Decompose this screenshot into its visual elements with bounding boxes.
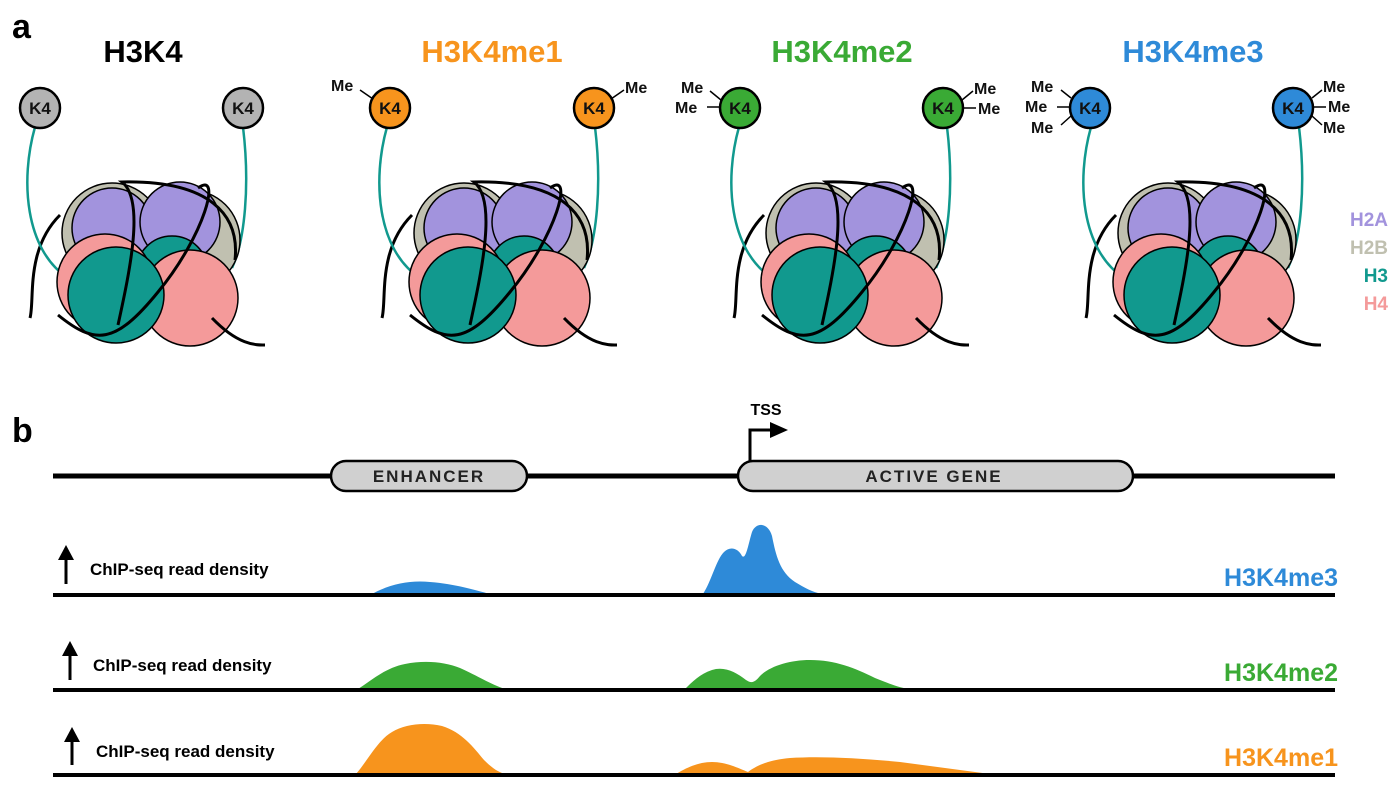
me-label: Me (1323, 120, 1345, 137)
me-label: Me (1323, 79, 1345, 96)
track-h3k4me2-enhancer-peak (358, 661, 505, 689)
k4-label: K4 (379, 99, 401, 118)
k4-group-0: K4 K4 (18, 86, 265, 130)
k4-circle (1068, 86, 1112, 130)
track-name-h3k4me1: H3K4me1 (1224, 744, 1338, 772)
me-label: Me (1031, 79, 1053, 96)
state-title-2: H3K4me2 (771, 34, 912, 69)
me-label: Me (974, 81, 996, 98)
nucleosome-h3k4me1 (378, 126, 618, 347)
legend-h2b: H2B (1350, 238, 1388, 259)
state-title-1: H3K4me1 (421, 34, 562, 69)
k4-circle (572, 86, 616, 130)
k4-group-3: K4 K4 Me Me Me Me Me Me (1025, 79, 1350, 137)
axis-label-h3k4me1: ChIP-seq read density (96, 742, 275, 761)
k4-circle (221, 86, 265, 130)
k4-circle (18, 86, 62, 130)
legend-h2a: H2A (1350, 210, 1388, 231)
k4-circle (718, 86, 762, 130)
k4-group-2: K4 K4 Me Me Me Me (675, 80, 1000, 130)
track-h3k4me2-tss-peak (685, 660, 910, 689)
track-name-h3k4me2: H3K4me2 (1224, 659, 1338, 687)
k4-group-1: K4 K4 Me Me (331, 78, 647, 130)
k4-label: K4 (29, 99, 51, 118)
k4-circle (368, 86, 412, 130)
panel-b-label: b (12, 412, 33, 450)
me-label: Me (1025, 99, 1047, 116)
axis-label-h3k4me2: ChIP-seq read density (93, 656, 272, 675)
tss-arrowhead (770, 422, 788, 438)
k4-label: K4 (729, 99, 751, 118)
state-title-0: H3K4 (103, 34, 183, 69)
k4-label: K4 (232, 99, 254, 118)
nucleosome-h3k4me3 (1082, 126, 1322, 347)
state-title-3: H3K4me3 (1122, 34, 1263, 69)
me-label: Me (675, 100, 697, 117)
track-h3k4me2: ChIP-seq read density H3K4me2 (53, 641, 1338, 692)
tss-label: TSS (750, 402, 781, 419)
tss-arrow (748, 428, 772, 461)
track-name-h3k4me3: H3K4me3 (1224, 564, 1338, 592)
track-h3k4me3-enhancer-peak (372, 581, 490, 594)
nucleosome-h3k4me2 (730, 126, 970, 347)
me-label: Me (1031, 120, 1053, 137)
k4-circle (1271, 86, 1315, 130)
active-gene-label: ACTIVE GENE (865, 467, 1002, 486)
track-h3k4me3-tss-peak (703, 524, 822, 594)
me-label: Me (681, 80, 703, 97)
legend-h4: H4 (1364, 294, 1389, 315)
track-h3k4me3: ChIP-seq read density H3K4me3 (53, 524, 1338, 597)
gene-schematic: ENHANCER ACTIVE GENE TSS (53, 402, 1335, 493)
track-h3k4me1: ChIP-seq read density H3K4me1 (53, 724, 1338, 777)
panel-a-label: a (12, 8, 32, 46)
legend-h3: H3 (1364, 266, 1388, 287)
me-label: Me (625, 80, 647, 97)
enhancer-label: ENHANCER (373, 467, 485, 486)
histone-legend: H2A H2B H3 H4 (1350, 210, 1388, 315)
k4-label: K4 (1282, 99, 1304, 118)
me-label: Me (331, 78, 353, 95)
axis-label-h3k4me3: ChIP-seq read density (90, 560, 269, 579)
track-h3k4me1-enhancer-peak (356, 724, 505, 774)
k4-label: K4 (1079, 99, 1101, 118)
active-gene-box (736, 459, 1135, 493)
track-h3k4me1-tss-peak (676, 757, 990, 774)
enhancer-box (329, 459, 529, 493)
k4-label: K4 (583, 99, 605, 118)
nucleosome-h3k4 (26, 126, 266, 347)
me-label: Me (978, 101, 1000, 118)
k4-label: K4 (932, 99, 954, 118)
me-label: Me (1328, 99, 1350, 116)
